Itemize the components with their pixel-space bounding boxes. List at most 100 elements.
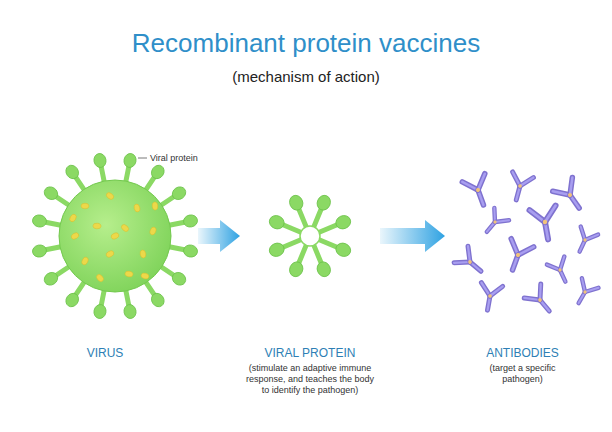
antibody	[524, 284, 557, 318]
antibody-arm-light	[462, 178, 478, 194]
antibody-hinge	[583, 290, 587, 294]
stage-node: ANTIBODIES (target a specific pathogen)	[445, 146, 600, 389]
antibody-arm-light	[585, 283, 599, 297]
protein-stalk	[313, 243, 321, 263]
antibody-arm-light	[543, 206, 558, 222]
virus-spot	[120, 223, 130, 233]
protein-stalk	[299, 243, 307, 263]
spike-bulb	[31, 214, 47, 229]
spike-bulb	[93, 303, 108, 319]
antibody-arm	[520, 175, 533, 189]
antibody-arm	[556, 257, 569, 270]
protein-stalk	[317, 239, 337, 247]
virus-spot	[133, 203, 141, 212]
antibody-hinge	[488, 294, 492, 298]
virus-spot	[125, 271, 134, 278]
spike-bulb	[42, 184, 60, 202]
antibody-hinge	[537, 297, 542, 302]
leader-line	[138, 158, 147, 159]
antibodies-illustration	[454, 172, 598, 318]
protein-bulb	[267, 213, 286, 231]
antibody	[477, 283, 503, 312]
spike-bulb	[170, 184, 188, 202]
antibody-arm	[461, 246, 477, 262]
virus-body	[59, 180, 171, 292]
antibody-arm-light	[518, 243, 534, 259]
antibody-arm	[495, 214, 509, 228]
antibody-arm-light	[553, 184, 570, 202]
spike-bulb	[63, 163, 81, 181]
antibody-hinge	[493, 220, 498, 225]
antibody	[530, 206, 562, 242]
spike-bulb	[182, 214, 198, 229]
antibody	[454, 246, 488, 279]
virus-spot	[140, 272, 149, 279]
antibody-arm	[532, 284, 548, 300]
stage-heading: VIRAL PROTEIN	[240, 346, 380, 360]
protein-bulb	[334, 241, 353, 259]
virus-spot	[105, 250, 115, 259]
antibody-arm-light	[474, 174, 490, 190]
antibody-arm	[585, 231, 598, 244]
protein-stalk	[282, 239, 302, 247]
antibody-arm-light	[585, 231, 598, 244]
spike-bulb	[123, 152, 138, 168]
virus-spot	[105, 191, 115, 200]
stage-heading: ANTIBODIES	[445, 346, 600, 360]
antibody-hinge	[475, 187, 480, 192]
antibody-arm-light	[547, 261, 560, 274]
virus-spot	[70, 232, 80, 241]
protein-bulb	[287, 260, 305, 279]
viral-protein-illustration	[267, 193, 352, 278]
spike-bulb	[170, 270, 188, 288]
antibody-arm	[547, 261, 560, 274]
virus-spot	[81, 256, 90, 266]
antibody-arm-light	[461, 246, 477, 262]
virus-spot	[110, 232, 120, 240]
antibody-hinge	[515, 252, 520, 257]
antibody	[571, 227, 598, 256]
antibody-arm-light	[532, 284, 548, 300]
title: Recombinant protein vaccines	[0, 28, 612, 58]
protein-stalk	[313, 208, 321, 228]
protein-bulb	[334, 213, 353, 231]
antibody-hinge	[467, 259, 472, 264]
virus-spot	[152, 202, 158, 211]
callout-label: Viral protein	[150, 152, 240, 164]
spike-bulb	[93, 152, 108, 168]
virus-illustration	[31, 152, 198, 319]
protein-stalk	[317, 225, 337, 233]
virus-spot	[93, 223, 101, 229]
antibody	[506, 172, 534, 203]
antibody-hinge	[542, 219, 547, 224]
spike-bulb	[149, 291, 167, 309]
stage-heading: VIRUS	[12, 346, 198, 360]
antibody	[501, 239, 533, 274]
antibody-arm	[474, 174, 490, 190]
flow-arrow	[198, 220, 240, 252]
antibody-hinge	[518, 184, 522, 188]
spike-bulb	[123, 303, 138, 319]
antibody-arm-light	[563, 177, 580, 195]
spike-bulb	[42, 270, 60, 288]
antibody-hinge	[583, 238, 587, 242]
antibody	[553, 177, 589, 215]
antibody-arm-light	[495, 214, 509, 228]
protein-bulb	[315, 193, 333, 212]
protein-bulb	[315, 260, 333, 279]
antibody-arm	[543, 206, 558, 222]
protein-bulb	[267, 241, 286, 259]
protein-stalk	[299, 208, 307, 228]
antibody	[462, 174, 494, 209]
stage-node: VIRUS	[12, 146, 198, 364]
spike-bulb	[31, 244, 47, 259]
spike-bulb	[63, 291, 81, 309]
stage-description: (target a specific pathogen)	[475, 363, 571, 385]
stage-node: VIRAL PROTEIN(stimulate an adaptive immu…	[240, 146, 380, 400]
antibody	[547, 257, 574, 286]
antibody-arm-light	[490, 284, 503, 297]
antibody-arm	[563, 177, 580, 195]
antibody-arm	[462, 178, 478, 194]
antibody-hinge	[567, 192, 573, 198]
antibody	[570, 278, 598, 308]
